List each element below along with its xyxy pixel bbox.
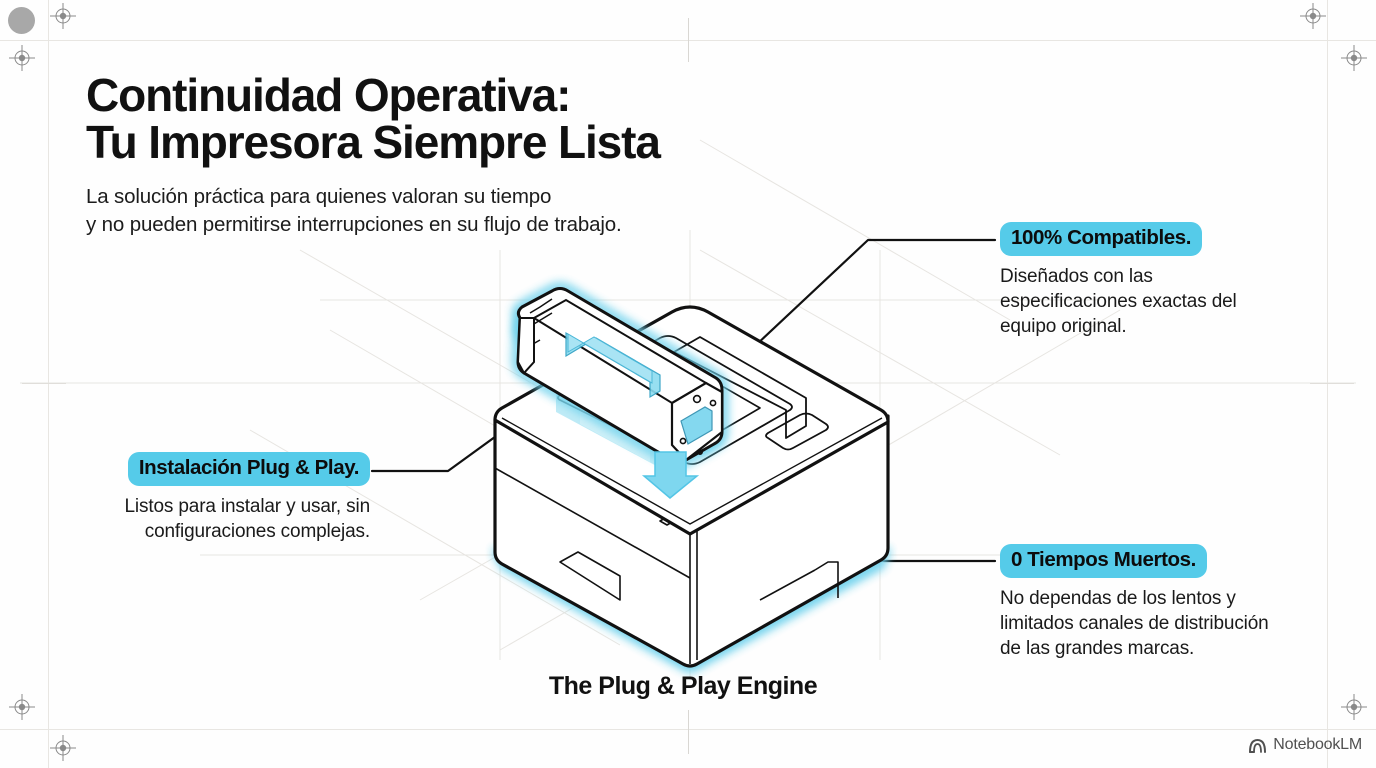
- page-subtitle-line1: La solución práctica para quienes valora…: [86, 185, 552, 208]
- registration-mark-icon: [9, 45, 35, 71]
- callout-plug-and-play: Instalación Plug & Play. Listos para ins…: [90, 452, 370, 544]
- leader-dot-plug-play: [554, 382, 568, 396]
- callout-body-compatibles: Diseñados con las especificaciones exact…: [1000, 264, 1300, 339]
- page-subtitle-line2: y no pueden permitirse interrupciones en…: [86, 213, 622, 236]
- callout-body-line: configuraciones complejas.: [144, 521, 370, 542]
- registration-mark-icon: [50, 735, 76, 761]
- notebooklm-label: NotebookLM: [1273, 736, 1362, 753]
- center-tick-left: [22, 383, 66, 384]
- callout-chip-tiempos-muertos: 0 Tiempos Muertos.: [1000, 544, 1207, 578]
- callout-body-line: de las grandes marcas.: [1000, 638, 1195, 659]
- toner-cartridge: [513, 284, 727, 467]
- registration-mark-icon: [9, 694, 35, 720]
- notebooklm-watermark: NotebookLM: [1248, 736, 1362, 754]
- insert-arrow-icon: [641, 451, 700, 499]
- figure-caption: The Plug & Play Engine: [0, 672, 1376, 701]
- margin-guide-left: [48, 0, 49, 768]
- leader-line-compatibles: [721, 238, 997, 378]
- center-tick-right: [1310, 383, 1354, 384]
- page-subtitle: La solución práctica para quienes valora…: [86, 183, 806, 239]
- page-title: Continuidad Operativa: Tu Impresora Siem…: [86, 72, 806, 166]
- callout-body-tiempos-muertos: No dependas de los lentos y limitados ca…: [1000, 586, 1310, 661]
- page-title-line2: Tu Impresora Siempre Lista: [86, 116, 661, 168]
- registration-mark-icon: [1341, 694, 1367, 720]
- registration-mark-icon: [1300, 3, 1326, 29]
- callout-body-line: equipo original.: [1000, 316, 1127, 337]
- callout-chip-plug-and-play: Instalación Plug & Play.: [127, 452, 370, 486]
- margin-guide-right: [1327, 0, 1328, 768]
- leader-dot-downtime: [704, 419, 718, 433]
- callout-body-line: Listos para instalar y usar, sin: [124, 496, 371, 517]
- page-title-line1: Continuidad Operativa:: [86, 69, 571, 121]
- base-glow: [495, 548, 888, 664]
- callout-compatibles: 100% Compatibles. Diseñados con las espe…: [1000, 222, 1300, 339]
- leader-line-plug-play: [370, 387, 563, 473]
- leader-dots: [554, 369, 730, 433]
- printer-body: [493, 414, 890, 668]
- callout-chip-compatibles: 100% Compatibles.: [1000, 222, 1203, 256]
- callout-body-line: Diseñados con las: [1000, 266, 1153, 287]
- cartridge-glow: [515, 310, 720, 452]
- center-tick-top: [688, 18, 689, 62]
- callout-body-plug-and-play: Listos para instalar y usar, sin configu…: [90, 494, 371, 544]
- leader-dot-compatibles: [716, 369, 730, 383]
- callout-body-line: especificaciones exactas del: [1000, 291, 1237, 312]
- leader-lines: [370, 238, 997, 563]
- headline-block: Continuidad Operativa: Tu Impresora Siem…: [86, 72, 806, 239]
- figure-caption-text: The Plug & Play Engine: [548, 672, 818, 700]
- callout-body-line: No dependas de los lentos y: [1000, 588, 1236, 609]
- callout-body-line: limitados canales de distribución: [1000, 613, 1269, 634]
- notebooklm-arc-icon: [1249, 738, 1267, 753]
- registration-mark-icon: [50, 3, 76, 29]
- registration-mark-icon: [1341, 45, 1367, 71]
- printer-top-deck: [493, 305, 890, 536]
- corner-gray-dot: [8, 7, 35, 34]
- insert-light-shaft: [556, 382, 664, 470]
- center-tick-bottom: [688, 710, 689, 754]
- callout-tiempos-muertos: 0 Tiempos Muertos. No dependas de los le…: [1000, 544, 1310, 661]
- leader-line-downtime: [714, 421, 997, 563]
